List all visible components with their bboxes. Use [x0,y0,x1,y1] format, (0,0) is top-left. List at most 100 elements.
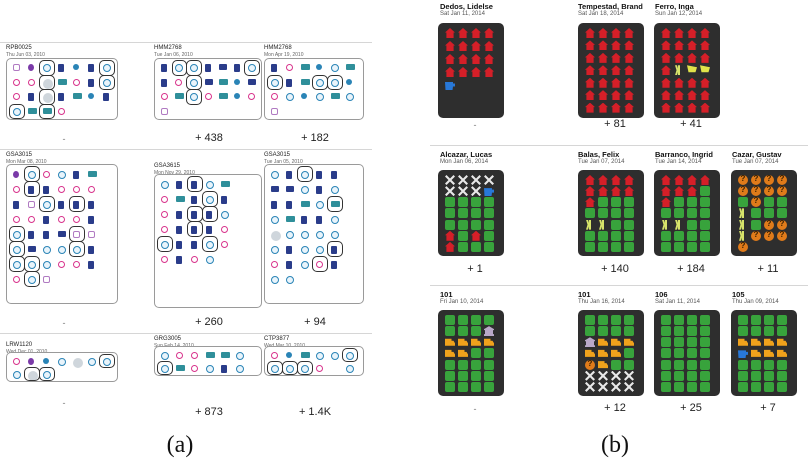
card-name: Balas, Felix [578,150,620,159]
doc-icon [103,93,109,102]
doc-icon [58,64,64,73]
doc-icon [160,64,167,73]
doc-icon [316,185,322,194]
bag-icon [585,241,595,252]
gray-icon [28,370,38,381]
doc-icon [13,200,19,209]
ring-icon [13,260,21,269]
bag-icon [764,208,774,219]
house-icon [585,175,595,185]
circ-icon [160,93,168,101]
house-icon [687,186,697,197]
doc-icon [28,93,34,102]
bag-icon [700,186,710,197]
mail-icon [176,364,185,371]
card-date: Mon Apr 19, 2010 [264,52,304,58]
doc-icon [286,200,292,209]
card-id: RPB0025 [6,45,32,51]
house-icon [611,28,621,38]
ring-icon [206,195,214,204]
bag-icon [700,230,710,241]
bag-icon [687,315,697,325]
truck-icon [624,338,634,346]
ring-icon [189,93,198,102]
ring-icon [175,64,184,73]
mail-icon [301,64,310,71]
circ-icon [175,78,183,86]
ring-icon [301,185,309,194]
highlight-outline [202,206,218,222]
truck-icon [585,349,595,357]
bag-icon [661,348,671,359]
highlight-outline [202,236,218,252]
bag-icon [471,241,481,252]
truck-icon [484,338,494,346]
bag-icon [687,230,697,241]
circ-icon [161,210,168,218]
doc-icon [28,230,34,239]
circ-icon [221,225,228,233]
card-date: Thu Jun 03, 2010 [6,52,45,58]
highlight-outline [312,256,328,272]
bag-icon [751,359,761,370]
ring-icon [73,245,81,254]
doc-icon [43,230,49,239]
house-icon [598,77,608,88]
doc-icon [88,245,94,254]
doc-icon [191,210,197,219]
circ-icon [13,78,20,86]
highlight-outline [267,74,283,90]
fork-icon [675,65,680,76]
highlight-outline [171,60,188,76]
house-icon [624,186,634,197]
bag-icon [611,219,621,230]
house-icon [598,28,608,38]
ring-icon [58,357,66,366]
house-icon [700,40,710,51]
highlight-outline [99,60,115,76]
highlight-outline [39,60,55,76]
ring-icon [206,240,214,249]
house-icon [611,52,621,63]
card-name: 101 [440,290,453,299]
truck-icon [764,338,774,346]
doc-icon [221,195,227,204]
bag-icon [598,197,608,208]
ring-icon [271,170,279,179]
card-date: Sat Jan 11, 2014 [440,11,485,17]
email-card: GSA3615 Mon Nov 29, 2010 [154,163,262,176]
highlight-outline [342,348,358,362]
bag-icon [674,348,684,359]
house-icon [611,102,621,113]
ring-icon [43,260,51,269]
doc-icon [331,245,337,254]
bag-icon [458,219,468,230]
ring-icon [271,78,279,87]
person-card: Tempestad, Brand Sat Jan 18, 2014 [578,2,658,18]
house-icon [585,28,595,38]
highlight-outline [39,74,55,90]
person-card: 101 Fri Jan 10, 2014 [440,290,520,306]
ring-icon [13,245,21,254]
house-icon [624,90,634,101]
ring-icon [13,230,21,239]
bag-icon [674,208,684,219]
mail-icon [301,351,310,358]
q-icon [777,174,787,185]
bag-icon [598,326,608,337]
house-icon [598,40,608,51]
truck-icon [598,349,608,357]
panel-b: Dedos, Lidelse Sat Jan 11, 2014 Tempesta… [430,0,808,464]
bag-icon [624,230,634,241]
house-icon [700,175,710,185]
card-date: Mon Jan 06, 2014 [440,159,489,165]
house-icon [471,41,481,51]
bag-icon [458,197,468,208]
card-id: GSA3615 [154,163,181,169]
card-delta: + 184 [677,263,705,275]
bag-icon [738,315,748,325]
circ-icon [191,351,198,359]
ring-icon [221,210,229,219]
ring-icon [316,245,324,254]
bag-icon [598,208,608,219]
